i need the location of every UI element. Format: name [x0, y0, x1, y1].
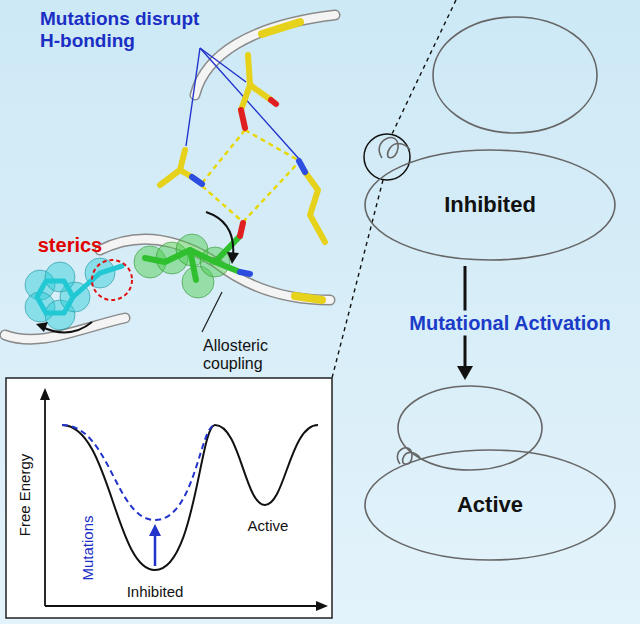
- plot-annotation: Mutations: [79, 515, 96, 580]
- protein-ribbon: [262, 22, 300, 34]
- linker-loop: [397, 448, 420, 464]
- protein-ribbon: [5, 15, 335, 339]
- label-holder: Mutations disrupt H-bonding: [40, 8, 218, 52]
- annotation: Allosteric coupling: [203, 337, 303, 374]
- protein-ribbon: [195, 15, 335, 95]
- node-label: Active: [457, 492, 523, 517]
- label-holder: Mutational Activation: [405, 311, 614, 336]
- green-residue: [145, 236, 240, 280]
- edge-label: Mutational Activation: [409, 312, 610, 335]
- hydrogen-bonds: [202, 130, 245, 183]
- domain-outline: [360, 10, 620, 266]
- axis-label: Free Energy: [16, 454, 33, 537]
- green-residue: [215, 262, 240, 272]
- label-holder: Inhibited: [444, 192, 536, 217]
- green-residue: [134, 223, 250, 298]
- label-holder: Mutations: [79, 515, 96, 580]
- label-holder: Allosteric coupling: [203, 337, 303, 374]
- green-residue: [190, 250, 196, 280]
- energy-plot: [6, 378, 332, 618]
- label-holder: sterics: [38, 234, 103, 257]
- cyan-residue: [25, 258, 122, 330]
- energy-plot: [62, 425, 215, 520]
- hydrogen-bonds: [245, 130, 298, 160]
- green-residue: [240, 272, 250, 274]
- rotation-arrows: [42, 322, 92, 332]
- well-label: Active: [248, 517, 289, 534]
- domain-shape: [433, 17, 597, 133]
- atom-tips: [192, 100, 305, 184]
- energy-plot: [45, 605, 321, 607]
- rotation-arrows: [206, 212, 233, 256]
- atom-tips: [241, 110, 245, 128]
- blue-leader-lines: [200, 48, 246, 82]
- energy-plot: [316, 601, 328, 611]
- energy-plot: [6, 378, 332, 618]
- domain-shape: [398, 386, 542, 470]
- rotation-arrows: [36, 322, 48, 332]
- cyan-residue: [25, 258, 115, 330]
- label-holder: Inhibited: [127, 583, 184, 600]
- cyan-residue: [37, 281, 73, 313]
- node-label: Inhibited: [444, 192, 536, 217]
- yellow-residues: [250, 85, 271, 100]
- atom-tips: [271, 100, 276, 104]
- hydrogen-bonds: [202, 186, 243, 222]
- energy-plot: [62, 425, 318, 570]
- allosteric-leader: [202, 292, 222, 332]
- atom-tips: [299, 161, 305, 172]
- green-residue: [134, 234, 230, 298]
- yellow-residues: [160, 55, 325, 242]
- protein-ribbon: [215, 262, 330, 300]
- energy-plot: [149, 524, 161, 536]
- protein-ribbon: [295, 296, 322, 300]
- sterics-circle: [92, 260, 132, 300]
- blue-leader-lines: [186, 48, 300, 160]
- domain-ellipse: Active: [360, 380, 620, 566]
- annotation: Mutations disrupt H-bonding: [40, 8, 218, 52]
- domain-shape: [365, 450, 615, 560]
- cyan-residue: [73, 266, 122, 297]
- domain-outline: [360, 380, 620, 566]
- label-holder: Free Energy: [16, 454, 33, 537]
- blue-leader-lines: [186, 48, 200, 146]
- green-residue: [240, 223, 243, 236]
- atom-tips: [192, 177, 202, 184]
- energy-plot: [40, 388, 50, 400]
- domain-ellipse: Inhibited: [360, 10, 620, 266]
- hydrogen-bonds: [202, 130, 298, 222]
- yellow-residues: [305, 172, 325, 242]
- protein-ribbon: [215, 262, 330, 300]
- arrow-head: [457, 366, 473, 380]
- energy-plot: [44, 396, 46, 606]
- rotation-arrows: [227, 252, 239, 264]
- linker-loop: [379, 138, 410, 158]
- divider-lines: [332, 180, 383, 378]
- protein-ribbon: [195, 15, 335, 95]
- energy-plot: [45, 396, 321, 606]
- label-holder: Active: [248, 517, 289, 534]
- domain-shape: [365, 150, 615, 260]
- divider-lines: [392, 0, 456, 134]
- blue-leader-lines: [200, 48, 300, 160]
- label-holder: Active: [457, 492, 523, 517]
- hydrogen-bonds: [243, 163, 298, 222]
- sterics-label: sterics: [38, 234, 103, 257]
- energy-plot: [154, 534, 157, 566]
- well-label: Inhibited: [127, 583, 184, 600]
- rotation-arrows: [36, 212, 239, 332]
